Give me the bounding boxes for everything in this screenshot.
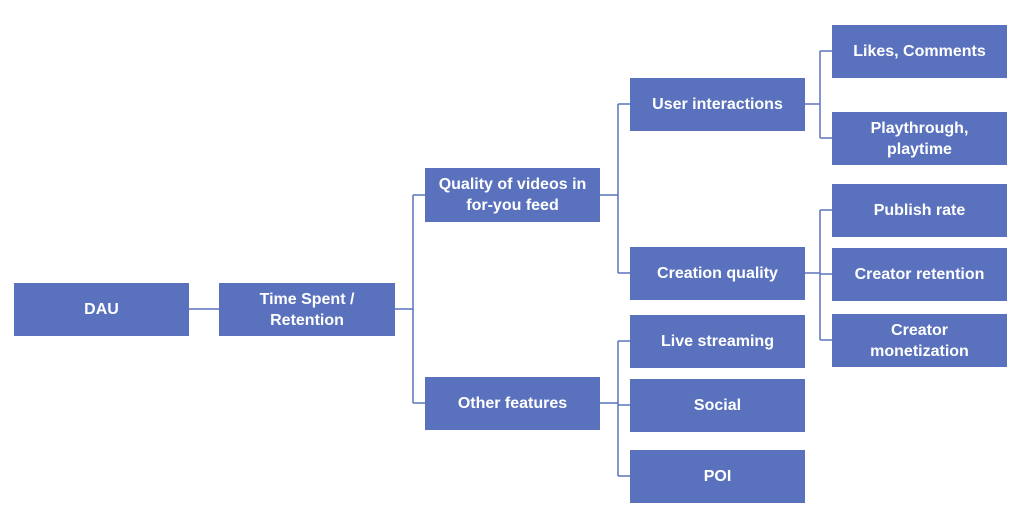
node-creator-monetization: Creator monetization — [832, 314, 1007, 367]
node-poi: POI — [630, 450, 805, 503]
node-user-interactions: User interactions — [630, 78, 805, 131]
node-publish-rate: Publish rate — [832, 184, 1007, 237]
node-likes-comments: Likes, Comments — [832, 25, 1007, 78]
node-dau: DAU — [14, 283, 189, 336]
node-live-streaming: Live streaming — [630, 315, 805, 368]
node-other-features: Other features — [425, 377, 600, 430]
node-social: Social — [630, 379, 805, 432]
node-playthrough-playtime: Playthrough, playtime — [832, 112, 1007, 165]
node-time-spent-retention: Time Spent / Retention — [219, 283, 395, 336]
node-creation-quality: Creation quality — [630, 247, 805, 300]
node-quality-of-videos: Quality of videos in for-you feed — [425, 168, 600, 222]
node-creator-retention: Creator retention — [832, 248, 1007, 301]
